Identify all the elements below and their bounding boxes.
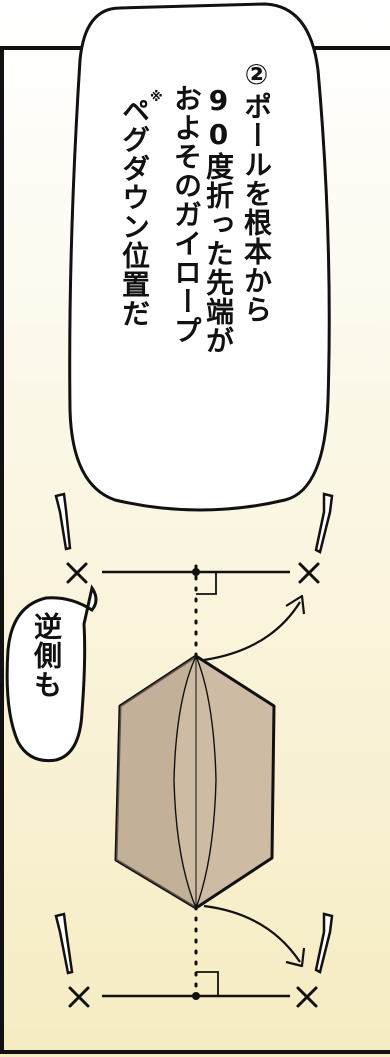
speech-bubble-shape (68, 2, 331, 512)
bubble-line-1: ②ポールを根本から (240, 58, 273, 324)
bubble-line-2: 90度折った先端が (202, 84, 235, 355)
top-pole-base-dot (192, 568, 200, 576)
side-bubble-text: 逆側も (30, 612, 63, 699)
bubble-line-4: ペグダウン位置だ (118, 96, 151, 328)
bottom-pole-base-dot (192, 992, 200, 1000)
tent-peg-icon (54, 912, 74, 975)
top-fold-arrow (203, 601, 301, 662)
tent-peg-icon (54, 492, 72, 551)
bottom-right-angle-mark (196, 971, 219, 996)
cross-mark-icon (68, 986, 90, 1008)
tent-right-seam (195, 655, 217, 909)
top-right-angle-mark (196, 572, 217, 595)
bottom-fold-arrowhead (285, 947, 306, 968)
cross-mark-icon (296, 986, 318, 1008)
bubble-line-3: およそのガイロープ (170, 84, 203, 345)
tent-left-panel-shade (116, 656, 196, 908)
side-bubble-shape (5, 584, 98, 763)
tent-left-seam (173, 655, 197, 909)
cross-mark-icon (298, 562, 320, 584)
tent-peg-icon (314, 492, 334, 554)
bottom-fold-arrow (203, 904, 301, 963)
tent-peg-icon (314, 912, 334, 974)
note-mark: ※ (150, 90, 163, 105)
cross-mark-icon (66, 562, 88, 584)
top-fold-arrowhead (285, 594, 306, 615)
